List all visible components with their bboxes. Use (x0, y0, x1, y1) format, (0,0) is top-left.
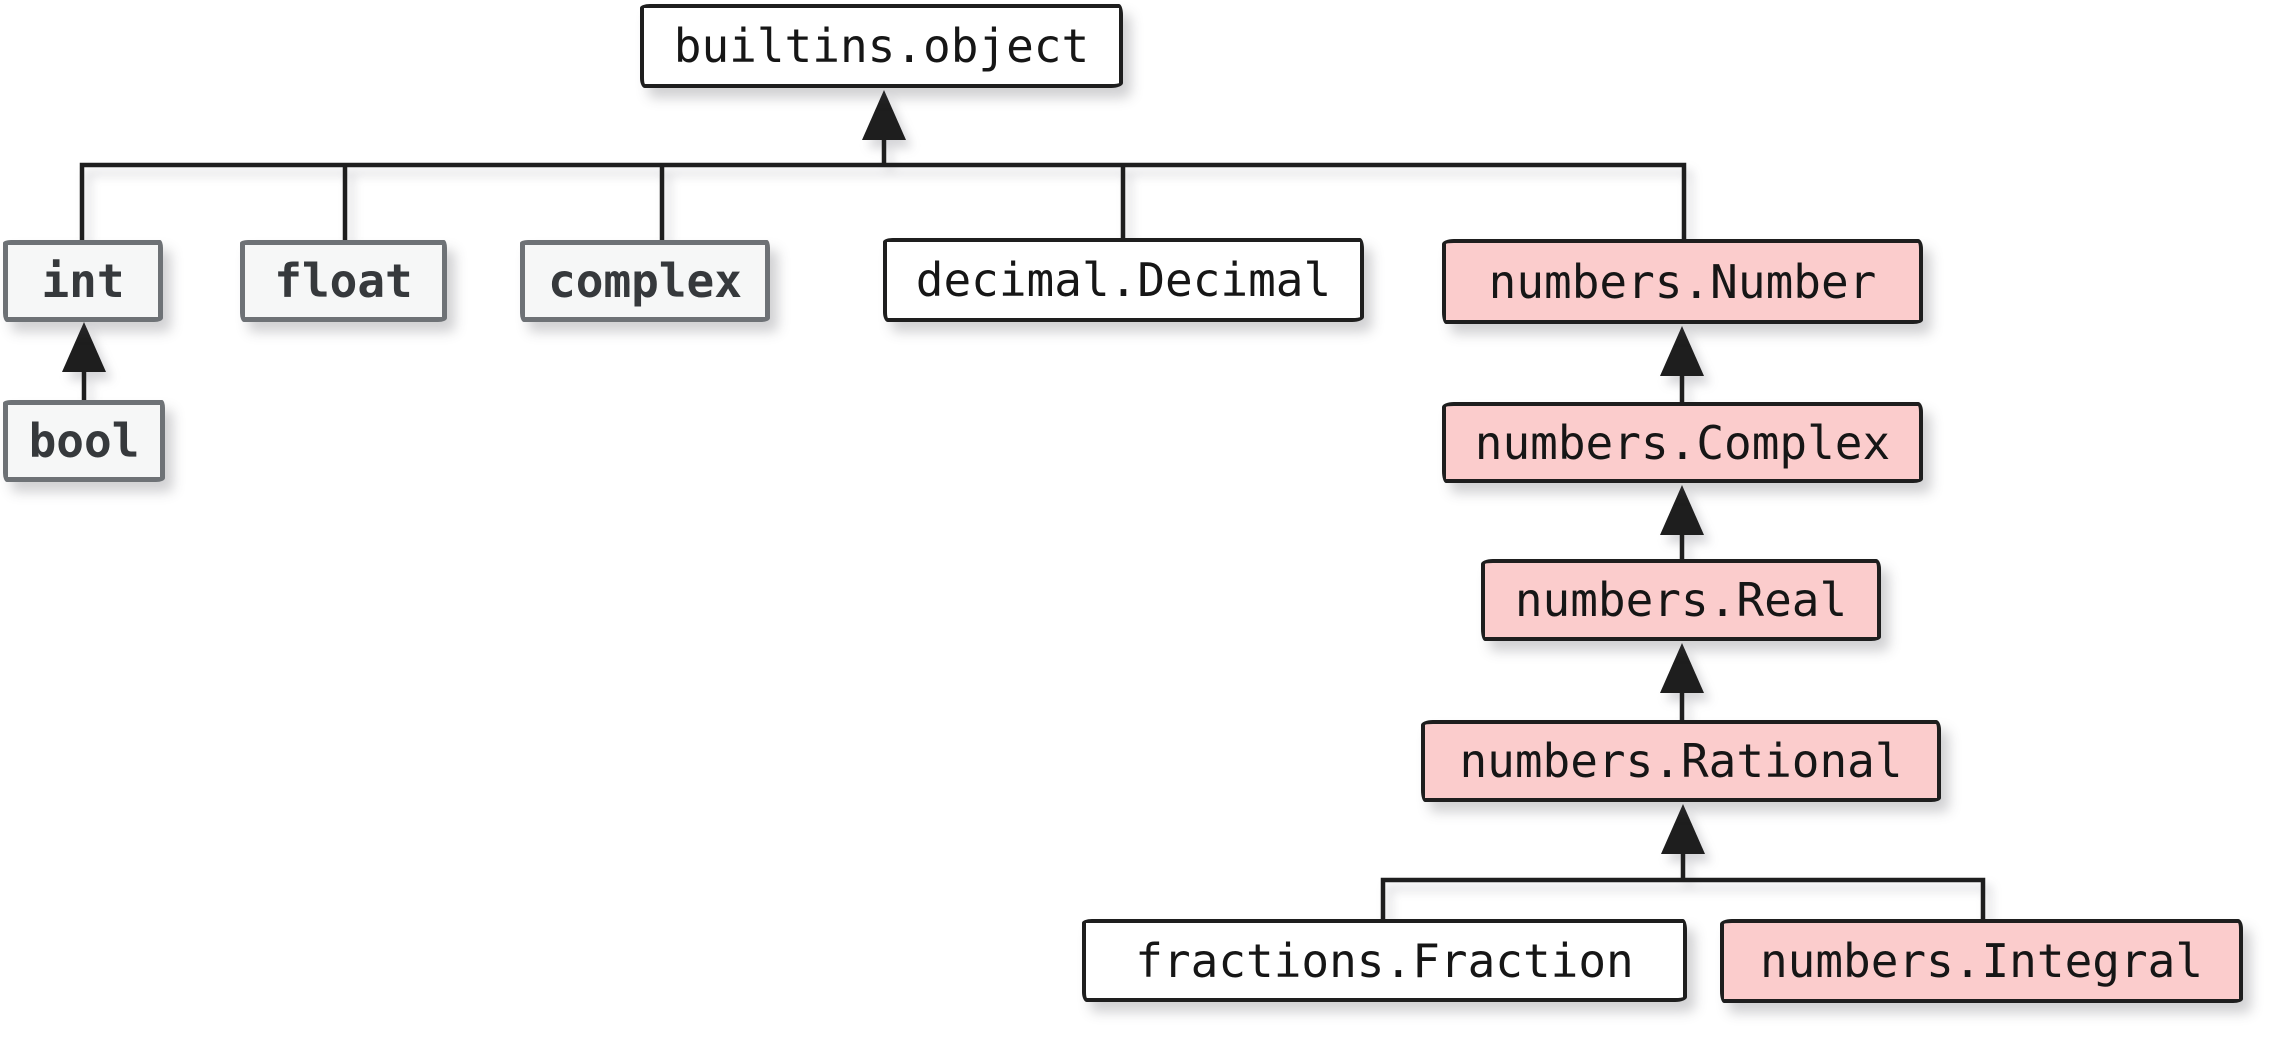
edge-arrow-nreal-ncomplex (1660, 485, 1704, 561)
arrowhead-up-icon (62, 322, 106, 372)
node-label: complex (548, 254, 742, 308)
node-bool: bool (3, 400, 165, 482)
node-numbers-rational: numbers.Rational (1421, 720, 1941, 802)
node-builtins-object: builtins.object (640, 4, 1123, 88)
arrowhead-up-icon (1660, 326, 1704, 376)
node-label: int (41, 254, 125, 308)
node-decimal-decimal: decimal.Decimal (883, 238, 1364, 322)
node-label: float (274, 254, 413, 308)
edge-arrow-nrational-nreal (1660, 643, 1704, 722)
node-label: builtins.object (673, 19, 1090, 73)
node-label: numbers.Integral (1759, 934, 2204, 988)
arrowhead-up-icon (1661, 804, 1705, 854)
node-fractions-fraction: fractions.Fraction (1082, 919, 1687, 1002)
node-label: fractions.Fraction (1135, 933, 1634, 988)
node-complex: complex (520, 240, 770, 322)
node-float: float (240, 240, 447, 322)
edge-arrow-object (862, 90, 906, 165)
node-numbers-complex: numbers.Complex (1442, 402, 1923, 483)
node-label: numbers.Number (1488, 254, 1877, 309)
arrowhead-up-icon (1660, 643, 1704, 693)
node-int: int (3, 240, 163, 322)
edge-bottom-bus (1380, 877, 1986, 921)
edge-arrow-ncomplex-number (1660, 326, 1704, 402)
node-numbers-number: numbers.Number (1442, 239, 1923, 324)
edge-arrow-children-nrational (1661, 804, 1705, 880)
node-label: decimal.Decimal (915, 253, 1332, 307)
arrowhead-up-icon (862, 90, 906, 140)
node-label: bool (28, 414, 140, 468)
node-label: numbers.Rational (1459, 734, 1903, 788)
edge-arrow-bool-int (62, 322, 106, 400)
node-numbers-integral: numbers.Integral (1720, 919, 2243, 1003)
arrowhead-up-icon (1660, 485, 1704, 535)
edge-top-bus (79, 162, 1687, 242)
node-label: numbers.Real (1514, 573, 1848, 627)
node-label: numbers.Complex (1474, 415, 1891, 470)
node-numbers-real: numbers.Real (1481, 559, 1881, 641)
